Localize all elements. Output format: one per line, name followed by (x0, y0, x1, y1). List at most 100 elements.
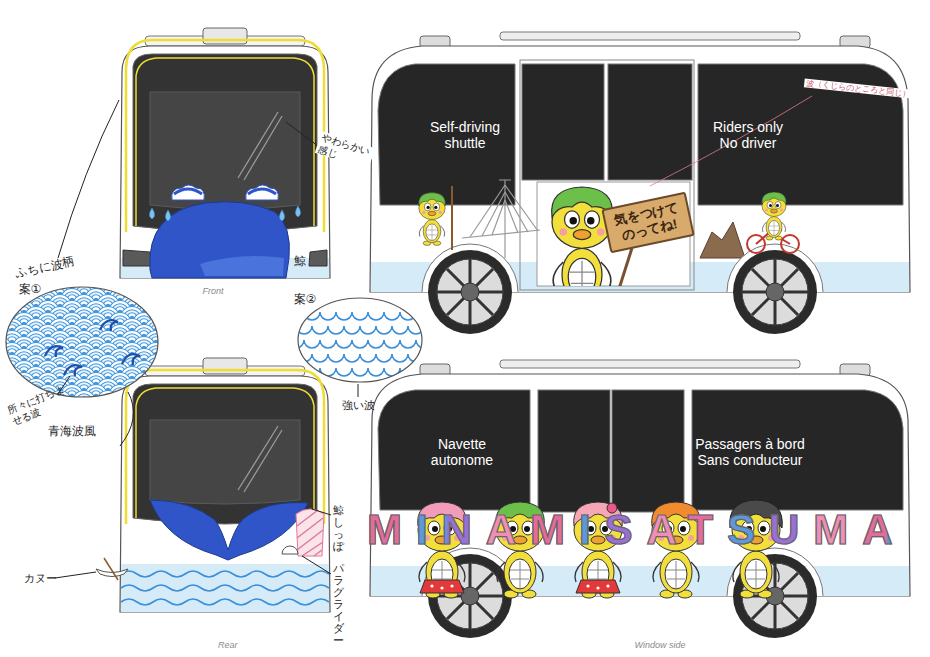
paraglider-part (296, 509, 324, 556)
option-label: 案① (19, 283, 42, 297)
front-view (120, 28, 330, 278)
paraglider (282, 509, 324, 556)
rear-view-part (136, 388, 314, 518)
mascot-character-part (596, 586, 599, 589)
annotation: ふちに波柄 (14, 255, 76, 281)
side-view-top-part (522, 64, 604, 180)
idea-bubble-1-part-part (45, 346, 63, 357)
cyclist-character (747, 192, 799, 253)
leader-lines-part (286, 122, 318, 146)
whale-eye (172, 185, 205, 200)
annotation: 強い波 (342, 399, 375, 412)
flag-character-part (451, 186, 453, 250)
side-view-top (370, 32, 910, 334)
side-view-bottom-part (500, 360, 800, 368)
sign-character-part (552, 187, 613, 286)
front-view-part (200, 256, 284, 276)
rock-mountain (700, 222, 745, 258)
sign-character-part (618, 248, 632, 286)
cyclist-character-part-part (762, 192, 786, 204)
idea-bubble-2-part-part (288, 340, 432, 348)
cyclist-character-part-part (762, 196, 786, 241)
idea-bubble-2-part (298, 298, 422, 382)
paraglider-part (297, 510, 323, 556)
note-leader (650, 96, 812, 186)
cyclist-character-part (762, 192, 786, 240)
rear-view-part (120, 376, 330, 612)
wave-lines-part (121, 599, 329, 605)
wave-lines (121, 571, 329, 605)
side-view-bottom (370, 360, 910, 638)
leader-lines-part (312, 509, 331, 515)
water-drops-part (166, 210, 171, 221)
annotation: 青海波風 (48, 425, 96, 439)
rear-view-part (238, 426, 282, 492)
front-view-part (203, 28, 247, 44)
side-view-bottom-part (378, 390, 530, 510)
leader-lines (55, 100, 358, 578)
whale-eye-part (172, 185, 205, 200)
idea-bubble-1-part-part (100, 320, 118, 331)
idea-bubble-2-part-part (296, 326, 440, 334)
window-text: Riders only No driver (703, 119, 793, 151)
mascot-character-part (420, 580, 464, 593)
leader-lines-part (358, 384, 359, 397)
canoe (96, 558, 128, 580)
front-view-part (150, 92, 300, 210)
sign-text: 気をつけてのってね! (611, 199, 684, 245)
rear-view (96, 358, 330, 612)
view-label: Rear (218, 640, 238, 650)
option-label: 案② (294, 293, 317, 307)
annotation: パラグライダー (333, 562, 344, 647)
flag-character-part-part (419, 193, 446, 206)
annotation: 鯨しっぽ (333, 504, 344, 552)
front-view-part (136, 58, 314, 226)
canoe-part (104, 558, 118, 580)
side-view-top-part (733, 250, 817, 334)
whale-tail (150, 500, 308, 560)
whale-eye-part (246, 185, 279, 200)
side-view-top-part (520, 60, 694, 290)
idea-bubble-1-part-part (122, 354, 140, 365)
whale-eye (246, 185, 279, 200)
view-label: Window side (635, 640, 686, 650)
water-drops-part (280, 210, 285, 221)
flag-character-part-part (419, 196, 445, 245)
window-text: Self-driving shuttle (415, 119, 515, 151)
idea-bubble-1-part-part (64, 365, 82, 376)
flag-character (419, 186, 452, 250)
view-label: Front (203, 286, 224, 296)
annotation: カヌー (24, 572, 57, 585)
leader-lines-part (55, 572, 96, 578)
side-view-top-part (608, 64, 692, 180)
water-drops (150, 206, 301, 221)
water-drops-part (296, 206, 301, 217)
mascot-character-part (430, 584, 433, 587)
mascot-character-part (440, 586, 443, 589)
side-view-top-part (428, 250, 512, 334)
side-view-top-part (500, 32, 800, 40)
rear-view-part (150, 420, 300, 504)
window-text: Navette autonome (417, 436, 507, 468)
idea-bubble-2-part (298, 298, 422, 382)
idea-bubble-2 (288, 298, 440, 382)
leader-lines-part (120, 392, 133, 446)
wave-lines-part (121, 585, 329, 591)
front-view-part (123, 250, 152, 266)
mascot-character-part (576, 580, 620, 593)
front-view-part (309, 250, 327, 266)
bridge-part (470, 185, 538, 237)
side-view-bottom-part (612, 390, 684, 512)
leader-lines-part (302, 556, 331, 574)
whale-eye-part (174, 189, 202, 194)
idea-bubble-1 (6, 287, 158, 397)
front-view-part (150, 202, 290, 278)
wave-lines-part (121, 571, 329, 577)
rear-view-part (121, 564, 329, 612)
idea-bubble-2-part-part (288, 368, 432, 376)
water-drops-part (150, 208, 155, 219)
idea-bubble-1-part (6, 287, 158, 397)
front-view-part (120, 46, 330, 278)
